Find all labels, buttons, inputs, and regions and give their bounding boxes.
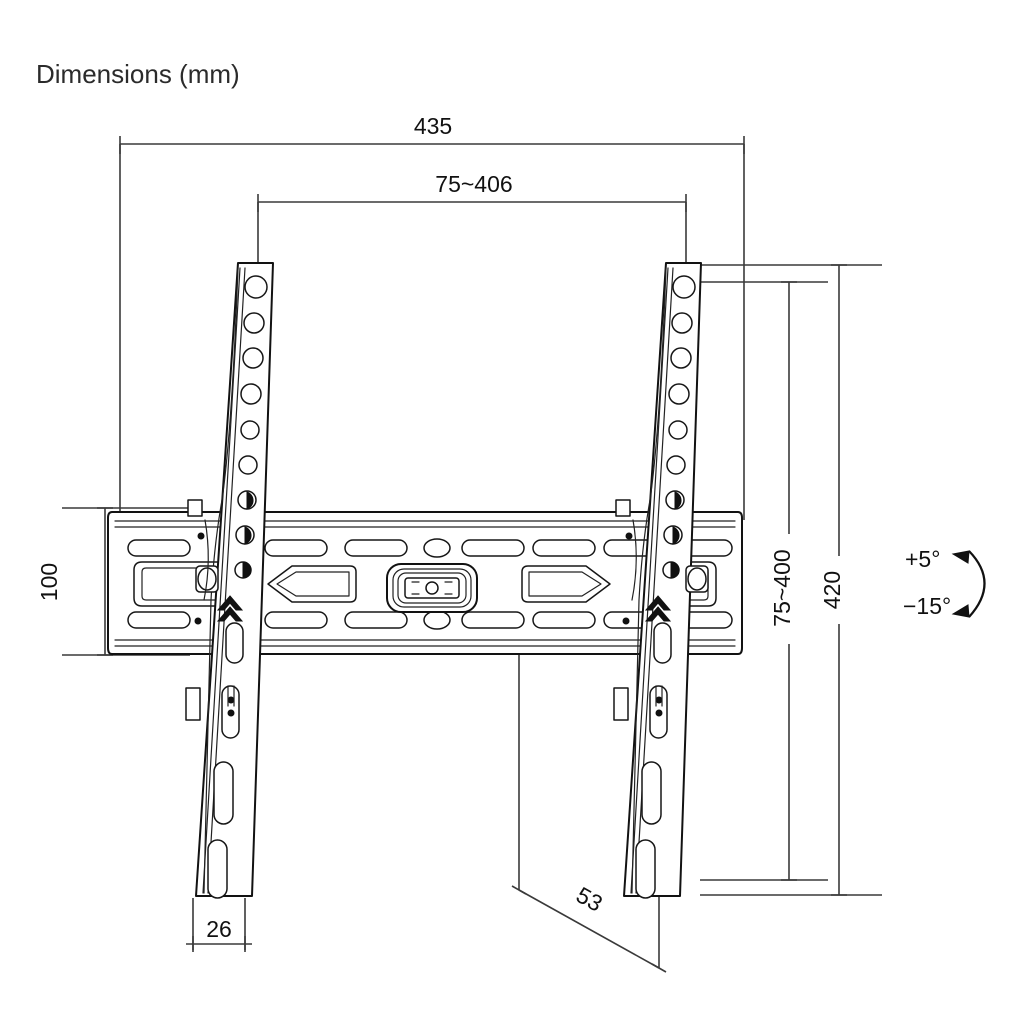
tilt-angle-indicator: +5° −15° [903, 546, 986, 619]
bracket-arm-left [185, 262, 274, 899]
dimension-overall-height: 420 [672, 264, 882, 896]
dimension-label-435: 435 [414, 113, 452, 139]
plate-pocket-taper-right [521, 565, 611, 603]
dimension-overall-width: 435 [119, 112, 745, 520]
page-title: Dimensions (mm) [36, 59, 240, 89]
arm-left-slot-column [207, 622, 244, 899]
dimension-label-100: 100 [36, 563, 62, 601]
tilt-down-label: −15° [903, 593, 951, 619]
dimension-label-420: 420 [819, 571, 845, 609]
dimension-plate-height: 100 [36, 507, 190, 656]
plate-pocket-taper-left [267, 565, 357, 603]
tilt-up-label: +5° [905, 546, 940, 572]
double-arrow-arc-icon [951, 550, 986, 618]
dimension-label-26: 26 [206, 916, 232, 942]
arm-left-pivot-hardware [185, 499, 219, 721]
bubble-level [386, 563, 478, 613]
dimension-vesa-horizontal: 75~406 [257, 170, 687, 420]
dimension-label-75-406: 75~406 [435, 171, 512, 197]
dimension-arm-width: 26 [186, 898, 252, 952]
arm-right-pivot-hardware [613, 499, 709, 721]
dimension-label-75-400: 75~400 [769, 549, 795, 626]
bracket-arm-right [613, 262, 709, 899]
